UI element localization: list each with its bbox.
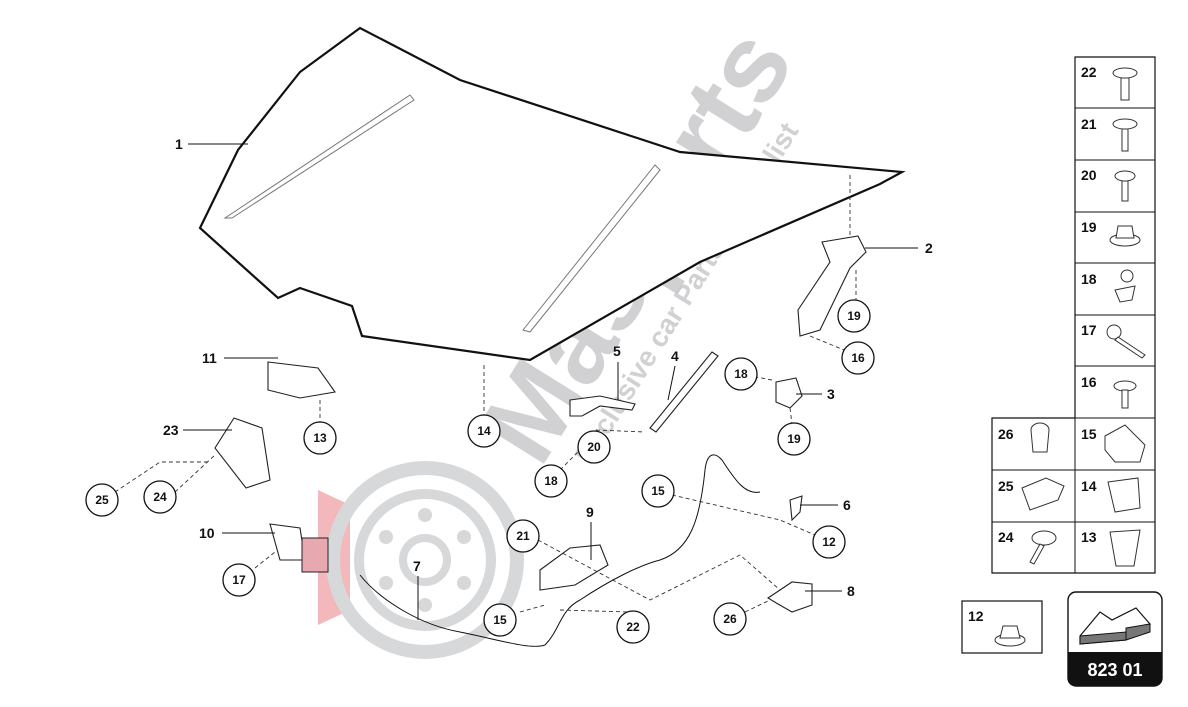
page-code: 823 01 (1087, 660, 1142, 680)
circle-callout-19b: 19 (777, 422, 811, 456)
switch-8 (766, 581, 813, 613)
svg-text:14: 14 (477, 424, 491, 438)
svg-text:19: 19 (787, 432, 801, 446)
bracket-23 (214, 417, 271, 489)
extra-part-number: 12 (968, 608, 984, 624)
circle-callout-26: 26 (713, 602, 747, 636)
lock-upper (267, 361, 336, 399)
svg-text:25: 25 (95, 493, 109, 507)
table-cell-25: 25 (998, 478, 1014, 494)
table-cell-18: 18 (1081, 271, 1097, 287)
circled-callouts: 13 14 16 17 18 18 19 19 20 21 22 24 25 2… (85, 299, 875, 644)
hinge-bracket (775, 377, 803, 409)
callout-10: 10 (199, 525, 215, 541)
circle-callout-13: 13 (303, 421, 337, 455)
hood-panel (198, 26, 906, 362)
circle-callout-18a: 18 (724, 357, 758, 391)
circle-callout-24: 24 (143, 480, 177, 514)
callout-8: 8 (847, 583, 855, 599)
hinge-right (797, 235, 867, 337)
circle-callout-16: 16 (841, 341, 875, 375)
svg-text:18: 18 (544, 474, 558, 488)
extra-part-box: 12 (961, 600, 1043, 654)
table-cell-24: 24 (998, 529, 1014, 545)
circle-callout-21: 21 (506, 519, 540, 553)
callout-23: 23 (163, 422, 179, 438)
svg-text:19: 19 (847, 309, 861, 323)
watermark-logo (318, 461, 524, 659)
callout-3: 3 (827, 386, 835, 402)
circle-callout-19a: 19 (837, 299, 871, 333)
svg-text:12: 12 (822, 535, 836, 549)
svg-text:20: 20 (587, 440, 601, 454)
table-cell-16: 16 (1081, 374, 1097, 390)
callout-6: 6 (843, 497, 851, 513)
svg-text:16: 16 (851, 351, 865, 365)
callouts: 1 2 3 4 5 6 7 8 9 10 11 23 (163, 136, 933, 620)
page-code-badge[interactable]: 823 01 (1067, 591, 1163, 687)
circle-callout-17: 17 (222, 563, 256, 597)
table-cell-14: 14 (1081, 478, 1097, 494)
svg-text:21: 21 (516, 529, 530, 543)
table-cell-20: 20 (1081, 167, 1097, 183)
circle-callout-14: 14 (467, 414, 501, 448)
svg-text:15: 15 (493, 613, 507, 627)
callout-2: 2 (925, 240, 933, 256)
circle-callout-15b: 15 (483, 603, 517, 637)
assembly-lines (114, 175, 857, 613)
svg-text:17: 17 (232, 573, 246, 587)
table-cell-13: 13 (1081, 529, 1097, 545)
svg-text:22: 22 (626, 620, 640, 634)
table-cell-22: 22 (1081, 64, 1097, 80)
circle-callout-18b: 18 (534, 464, 568, 498)
callout-1: 1 (175, 136, 183, 152)
circle-callout-15a: 15 (641, 474, 675, 508)
svg-text:15: 15 (651, 484, 665, 498)
bracket-5 (569, 395, 636, 417)
table-cell-19: 19 (1081, 219, 1097, 235)
callout-9: 9 (586, 504, 594, 520)
release-cable (359, 454, 761, 647)
callout-5: 5 (613, 343, 621, 359)
circle-callout-22: 22 (616, 610, 650, 644)
fastener-table: 22 21 20 19 18 17 16 15 14 13 26 25 24 (991, 56, 1156, 574)
circle-callout-12: 12 (812, 525, 846, 559)
table-cell-21: 21 (1081, 116, 1097, 132)
table-cell-17: 17 (1081, 322, 1097, 338)
svg-text:24: 24 (153, 490, 167, 504)
gas-strut (649, 351, 719, 433)
bracket-9 (539, 544, 609, 591)
callout-7: 7 (413, 558, 421, 574)
clip-6 (789, 495, 803, 522)
callout-4: 4 (671, 348, 679, 364)
fastener-icons (1021, 67, 1146, 567)
table-cell-26: 26 (998, 426, 1014, 442)
circle-callout-20: 20 (577, 430, 611, 464)
lock-lower (269, 523, 329, 573)
svg-text:13: 13 (313, 431, 327, 445)
callout-11: 11 (202, 350, 217, 366)
svg-text:18: 18 (734, 367, 748, 381)
svg-text:26: 26 (723, 612, 737, 626)
table-cell-15: 15 (1081, 426, 1097, 442)
circle-callout-25: 25 (85, 483, 119, 517)
